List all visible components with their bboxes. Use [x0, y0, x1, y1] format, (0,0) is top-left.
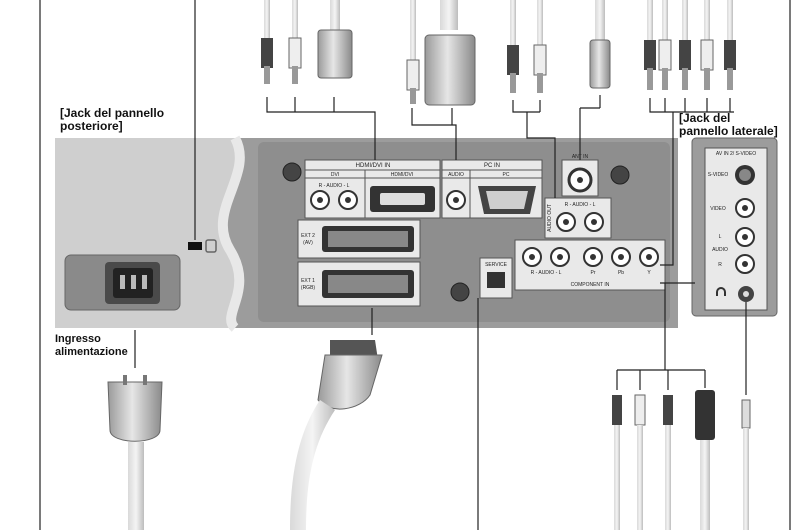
side-panel	[691, 137, 778, 317]
ant-in-jack	[561, 159, 599, 197]
screw-left	[282, 162, 302, 182]
lock-icon	[188, 0, 217, 253]
panel-label-ext1-0: EXT 1	[301, 278, 315, 284]
scart-ext2	[297, 219, 421, 259]
scart-ext1	[297, 261, 421, 307]
panel-label-audio-out: AUDIO OUT	[547, 204, 553, 232]
component-in-block	[514, 239, 666, 291]
panel-label-ext2-0: EXT 2	[301, 233, 315, 239]
panel-text: HDMI/DVI IN DVI R - AUDIO - L HDMI/DVI PC IN…	[301, 151, 756, 291]
side-cables-bottom	[612, 390, 751, 530]
panel-label-service: SERVICE	[485, 262, 508, 268]
panel-label-side-r: R	[718, 262, 722, 268]
panel-label-r-audio-l: R - AUDIO - L	[319, 183, 350, 189]
panel-label-pr: Pr	[591, 270, 596, 276]
panel-label-pc: PC	[503, 172, 510, 178]
panel-label-s-video: S-VIDEO	[708, 172, 729, 178]
panel-label-side-audio: AUDIO	[712, 247, 728, 253]
audio-out-block	[544, 197, 612, 239]
panel-label-audio: AUDIO	[448, 172, 464, 178]
panel-label-r-audio-l-comp: R - AUDIO - L	[531, 270, 562, 276]
panel-label-pb: Pb	[618, 270, 624, 276]
panel-label-hdmi-dvi: HDMI/DVI	[391, 172, 414, 178]
panel-label-side-l: L	[719, 234, 722, 240]
screw-right	[610, 165, 630, 185]
service-port	[479, 257, 513, 299]
side-panel-title-line1: [Jack del	[679, 111, 731, 125]
connection-lines	[134, 95, 747, 530]
panel-label-ant-in: ANT IN	[572, 154, 589, 160]
panel-label-video: VIDEO	[710, 206, 726, 212]
panel-label-ext1-1: (RGB)	[301, 285, 316, 291]
panel-label-dvi: DVI	[331, 172, 339, 178]
panel-label-r-audio-l-out: R - AUDIO - L	[565, 202, 596, 208]
power-input-line1: Ingresso	[55, 333, 101, 345]
panel-label-y: Y	[647, 270, 651, 276]
pc-in-block	[441, 159, 543, 219]
panel-label-pc-in: PC IN	[484, 163, 500, 169]
power-socket	[64, 254, 181, 311]
rear-panel-title-line2: posteriore]	[60, 119, 123, 133]
side-panel-title: [Jack del pannello laterale]	[679, 112, 778, 138]
power-input-label: Ingresso alimentazione	[55, 333, 128, 359]
screw-bottom	[450, 282, 470, 302]
power-input-line2: alimentazione	[55, 346, 128, 358]
rear-panel-title-line1: [Jack del pannello	[60, 106, 165, 120]
side-panel-title-line2: pannello laterale]	[679, 124, 778, 138]
power-plug-icon	[107, 375, 163, 530]
rear-panel-title: [Jack del pannello posteriore]	[60, 107, 164, 133]
panel-label-component-in: COMPONENT IN	[571, 282, 610, 288]
top-cables	[261, 0, 736, 106]
headphone-icon	[716, 287, 726, 296]
panel-label-hdmi-dvi-in: HDMI/DVI IN	[356, 163, 391, 169]
hdmi-dvi-in-block	[304, 159, 441, 219]
scart-plug-icon	[290, 340, 383, 530]
panel-label-av-in2-svideo: AV IN 2/ S-VIDEO	[716, 151, 756, 157]
panel-label-ext2-1: (AV)	[303, 240, 313, 246]
